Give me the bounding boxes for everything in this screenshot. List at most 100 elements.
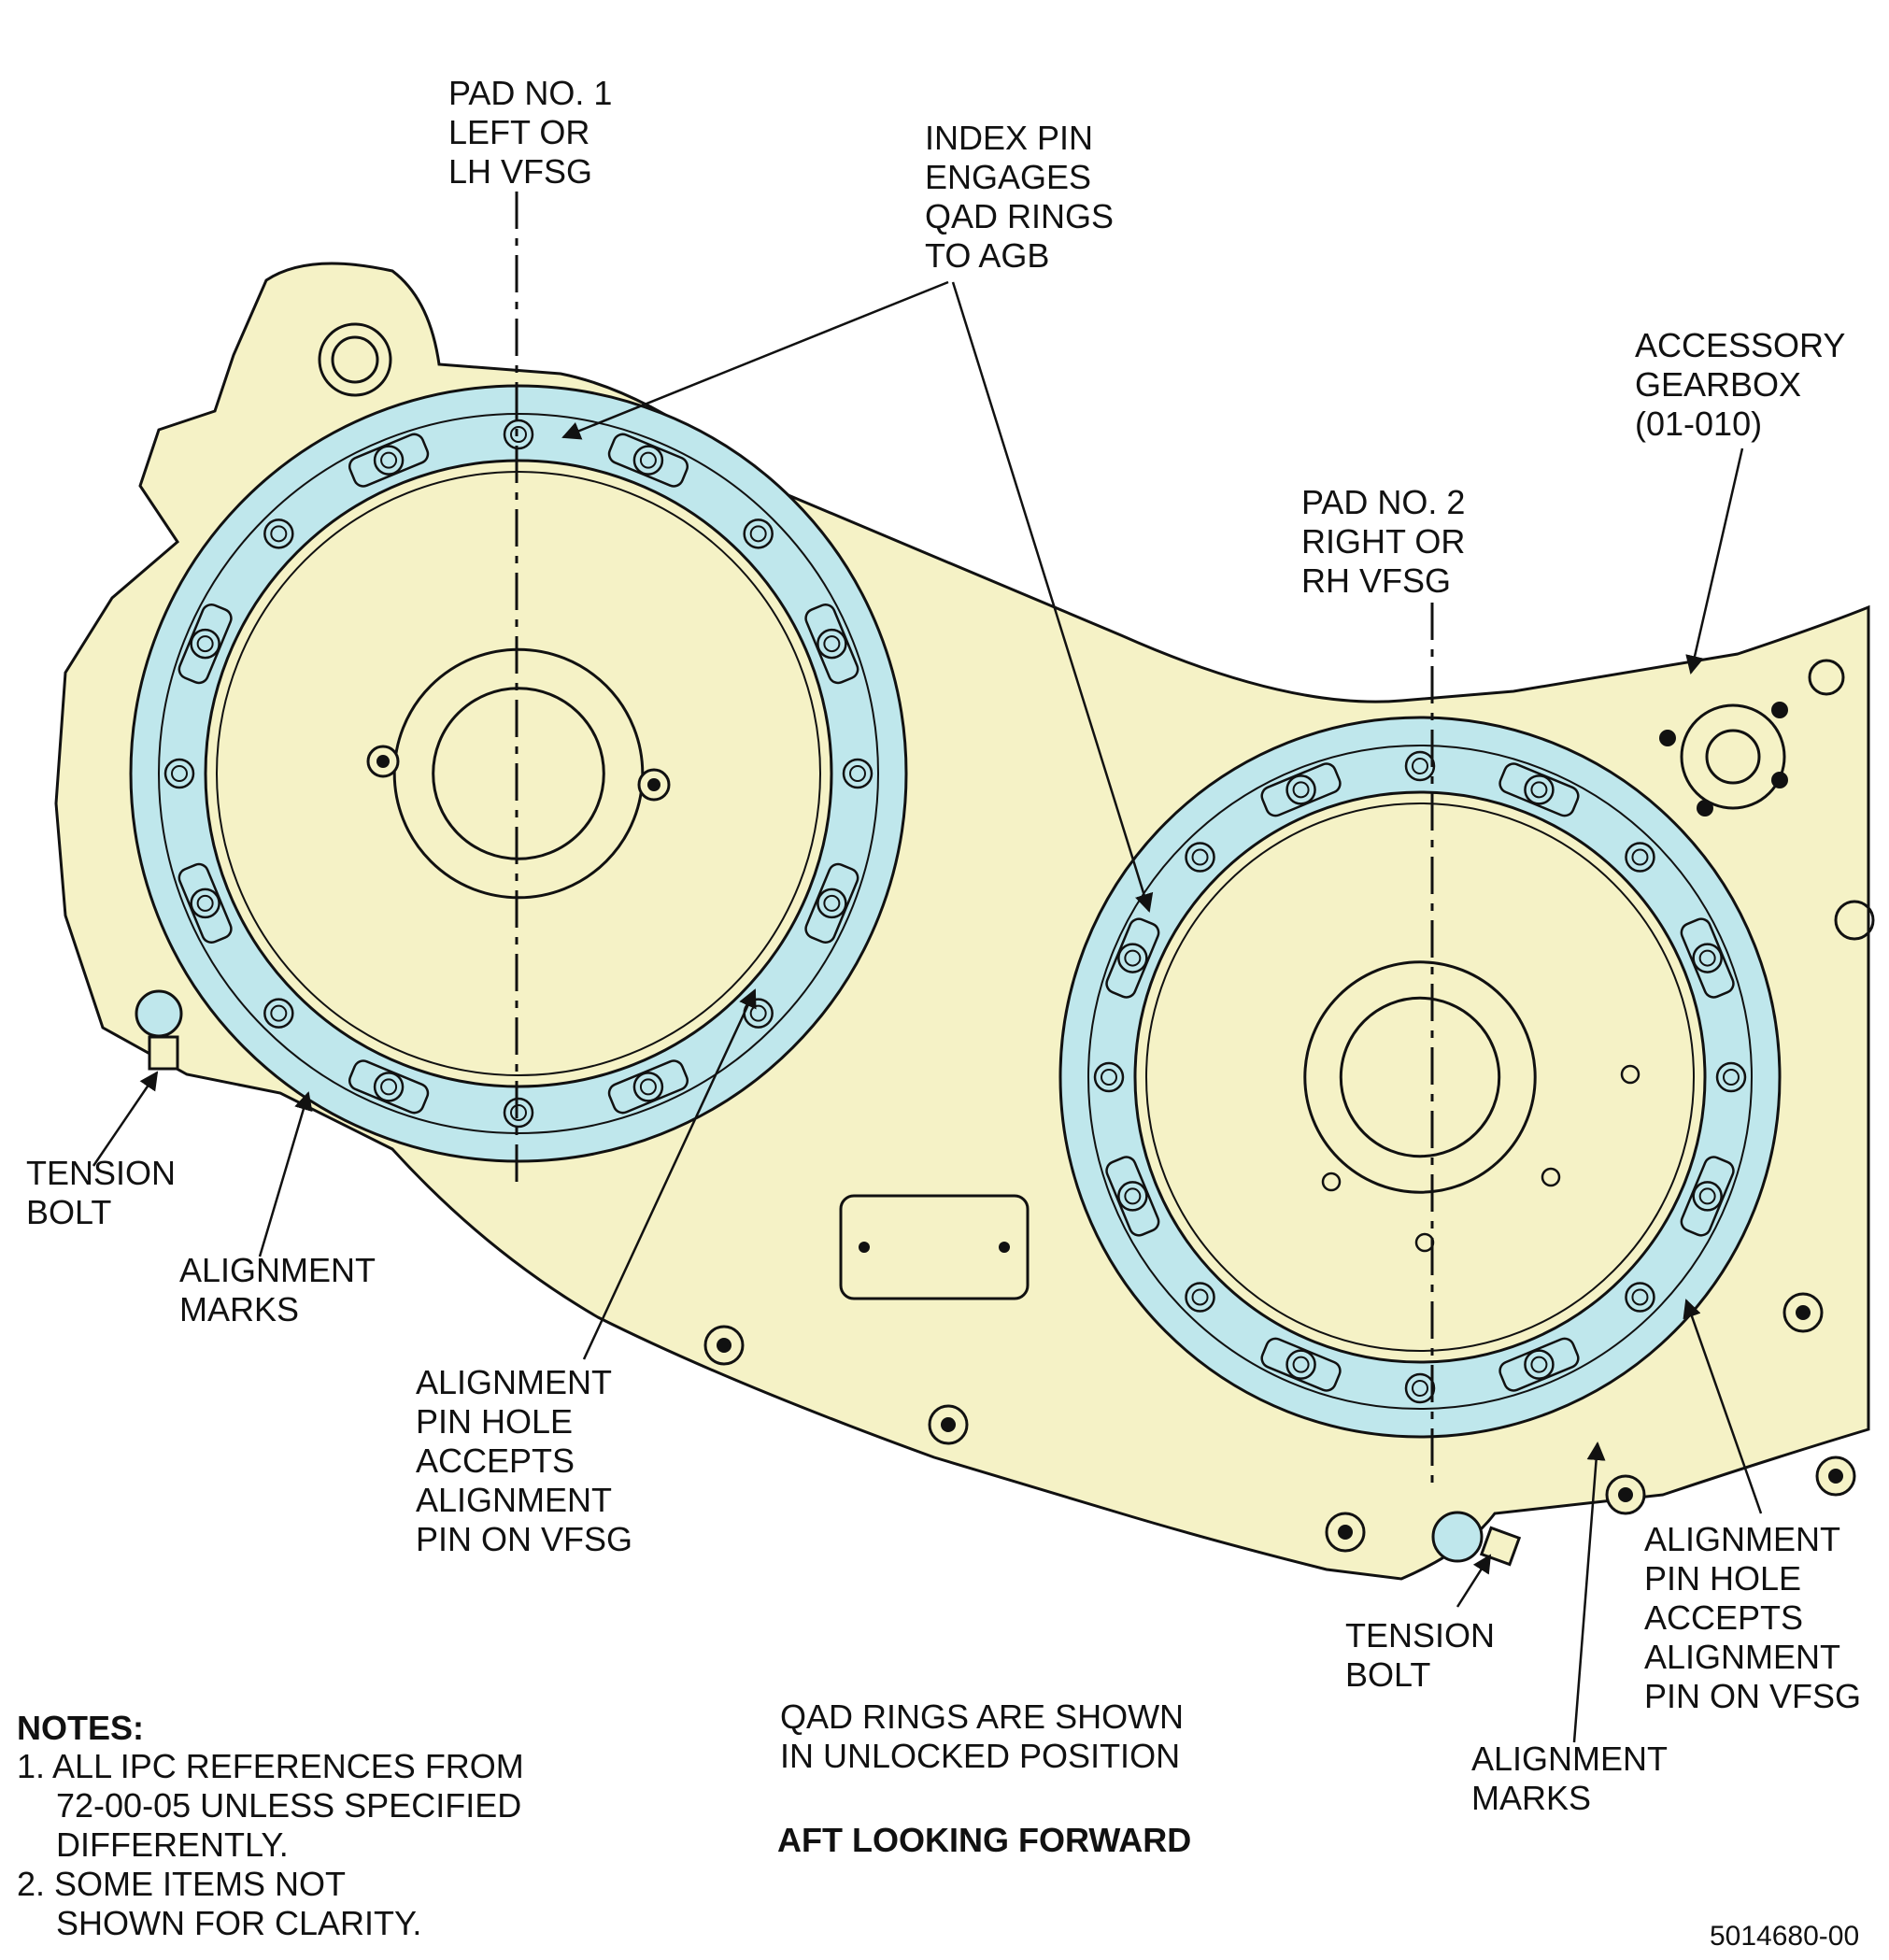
pad-2-ring-bolt-head <box>1412 758 1428 774</box>
pad-2-ring-bolt <box>1524 774 1555 805</box>
pad-1-ring-bolt-head <box>270 1004 288 1022</box>
accessory-pad-bolt <box>1659 730 1676 746</box>
pad-1-ring-bolt-head <box>749 525 767 543</box>
pad-1-ring-bolt-head <box>171 765 188 782</box>
plate-screw <box>999 1242 1010 1253</box>
housing-stud-center <box>941 1417 956 1432</box>
pad-2-ring-bolt <box>1715 1061 1747 1093</box>
label-accessory-gearbox-line: ACCESSORY <box>1635 326 1845 364</box>
pad-1-ring-bolt-head <box>510 426 527 443</box>
pad-1-ring-bolt <box>632 1072 664 1102</box>
label-pad-1-line: LEFT OR <box>448 113 589 151</box>
label-index-pin-line: QAD RINGS <box>925 197 1114 235</box>
pad-2-ring-bolt <box>1524 1349 1555 1380</box>
label-alignment-marks-left-line: ALIGNMENT <box>179 1251 376 1289</box>
label-tension-bolt-right-line: BOLT <box>1345 1655 1430 1694</box>
housing-stud-center <box>1796 1305 1811 1320</box>
label-tension-bolt-right-line: TENSION <box>1345 1616 1495 1655</box>
notes-heading-line: NOTES: <box>17 1709 144 1747</box>
pad-2-ring-bolt <box>1117 943 1148 973</box>
pad-2-ring-bolt <box>1404 1372 1436 1404</box>
pad-1-ring-bolt <box>190 888 220 919</box>
label-alignment-marks-right-line: ALIGNMENT <box>1471 1740 1668 1778</box>
accessory-pad-bolt <box>1697 800 1713 817</box>
pad-1-ring-bolt-head <box>270 525 288 543</box>
pad-1-ring-bolt <box>503 419 534 450</box>
leader-index-pin-left <box>561 280 949 440</box>
accessory-pad-bolt <box>1771 772 1788 788</box>
label-alignment-pin-hole-right-line: ALIGNMENT <box>1644 1638 1840 1676</box>
label-pad-1-line: PAD NO. 1 <box>448 74 612 112</box>
note-1-line: 72-00-05 UNLESS SPECIFIED <box>56 1786 521 1825</box>
accessory-pad-bolt <box>1771 702 1788 718</box>
label-alignment-pin-hole-left-line: ALIGNMENT <box>416 1481 612 1519</box>
label-tension-bolt-left-line: TENSION <box>26 1154 176 1192</box>
leader-alignment-marks-right <box>1572 1442 1606 1743</box>
label-alignment-pin-hole-left-line: PIN ON VFSG <box>416 1520 632 1558</box>
pad-2-pad-face-rim <box>1145 802 1695 1352</box>
pad-2-ring-bolt <box>1404 750 1436 782</box>
pad-2-inner-hole <box>1321 1172 1342 1192</box>
pad-1-ring-bolt <box>503 1097 534 1129</box>
pad-1-ring-bolt-head <box>749 1004 767 1022</box>
pad-1-ring-bolt <box>373 1072 405 1102</box>
housing-stud-center <box>1338 1525 1353 1540</box>
leader-lines <box>92 280 1763 1743</box>
pad-1-ring-bolt-head <box>380 451 398 469</box>
label-pad-2-line: PAD NO. 2 <box>1301 483 1465 521</box>
accessory-pad-bore <box>1705 729 1761 785</box>
notes-heading: NOTES: <box>17 1709 144 1747</box>
pad-1-ring-bolt <box>743 518 774 549</box>
pad-1-ring-bolt <box>842 758 873 789</box>
pad-2-ring-bolt-head <box>1292 781 1310 799</box>
label-alignment-pin-hole-left-line: PIN HOLE <box>416 1402 573 1441</box>
pad-1-ring-bolt <box>373 445 405 476</box>
gearbox-illustration <box>54 192 1875 1581</box>
pad-1-ring-bolt <box>163 758 195 789</box>
pad-2-ring-bolt-head <box>1292 1356 1310 1373</box>
pad-1-flange-ear-hole <box>647 778 660 791</box>
housing-stud-center <box>1828 1469 1843 1484</box>
pad-2-hub-bore <box>1339 996 1501 1158</box>
leader-index-pin-right <box>951 281 1154 913</box>
pad-2-ring-bolt <box>1625 1282 1655 1313</box>
housing-boss <box>1834 900 1875 941</box>
label-pad-2-line: RIGHT OR <box>1301 522 1465 561</box>
pad-1-ring-bolt-head <box>639 451 657 469</box>
accessory-pad <box>1680 703 1786 810</box>
label-accessory-gearbox-line: (01-010) <box>1635 405 1762 443</box>
tension-bolt-left <box>148 1035 179 1071</box>
pad-1-flange-ear-hole <box>376 755 390 768</box>
pad-2-ring-bolt-head <box>1191 848 1209 866</box>
pad-2-ring-bolt-head <box>1124 1187 1142 1205</box>
label-view-title: AFT LOOKING FORWARD <box>777 1821 1191 1859</box>
note-2-line: 2. SOME ITEMS NOT <box>17 1865 346 1903</box>
pad-2-ring-bolt <box>1185 1282 1215 1313</box>
note-2-line: SHOWN FOR CLARITY. <box>56 1904 421 1942</box>
pad-1-ring-bolt-head <box>196 635 214 653</box>
leader-alignment-pin-hole-right <box>1683 1299 1763 1514</box>
pad-1-qad-ring-step <box>158 413 879 1134</box>
pad-2-inner-hole <box>1620 1064 1640 1085</box>
pad-1-ring-bolt-head <box>823 635 841 653</box>
leader-alignment-pin-hole-left <box>582 988 757 1360</box>
label-pad-2-line: RH VFSG <box>1301 561 1451 600</box>
pad-2-hub <box>1303 960 1537 1194</box>
pad-2-ring-bolt-head <box>1530 1356 1548 1373</box>
label-tension-bolt-left-line: BOLT <box>26 1193 111 1231</box>
pad-2-inner-hole <box>1541 1167 1561 1187</box>
pad-1-pad-face-rim <box>216 471 821 1076</box>
label-figure-number: 5014680-00 <box>1710 1921 1859 1952</box>
note-1-line: DIFFERENTLY. <box>56 1825 289 1864</box>
pad-2-ring-bolt <box>1625 842 1655 873</box>
pad-2-ring-bolt <box>1117 1181 1148 1212</box>
note-1-line: 1. ALL IPC REFERENCES FROM <box>17 1747 524 1785</box>
mount-lug-inner <box>331 335 379 384</box>
